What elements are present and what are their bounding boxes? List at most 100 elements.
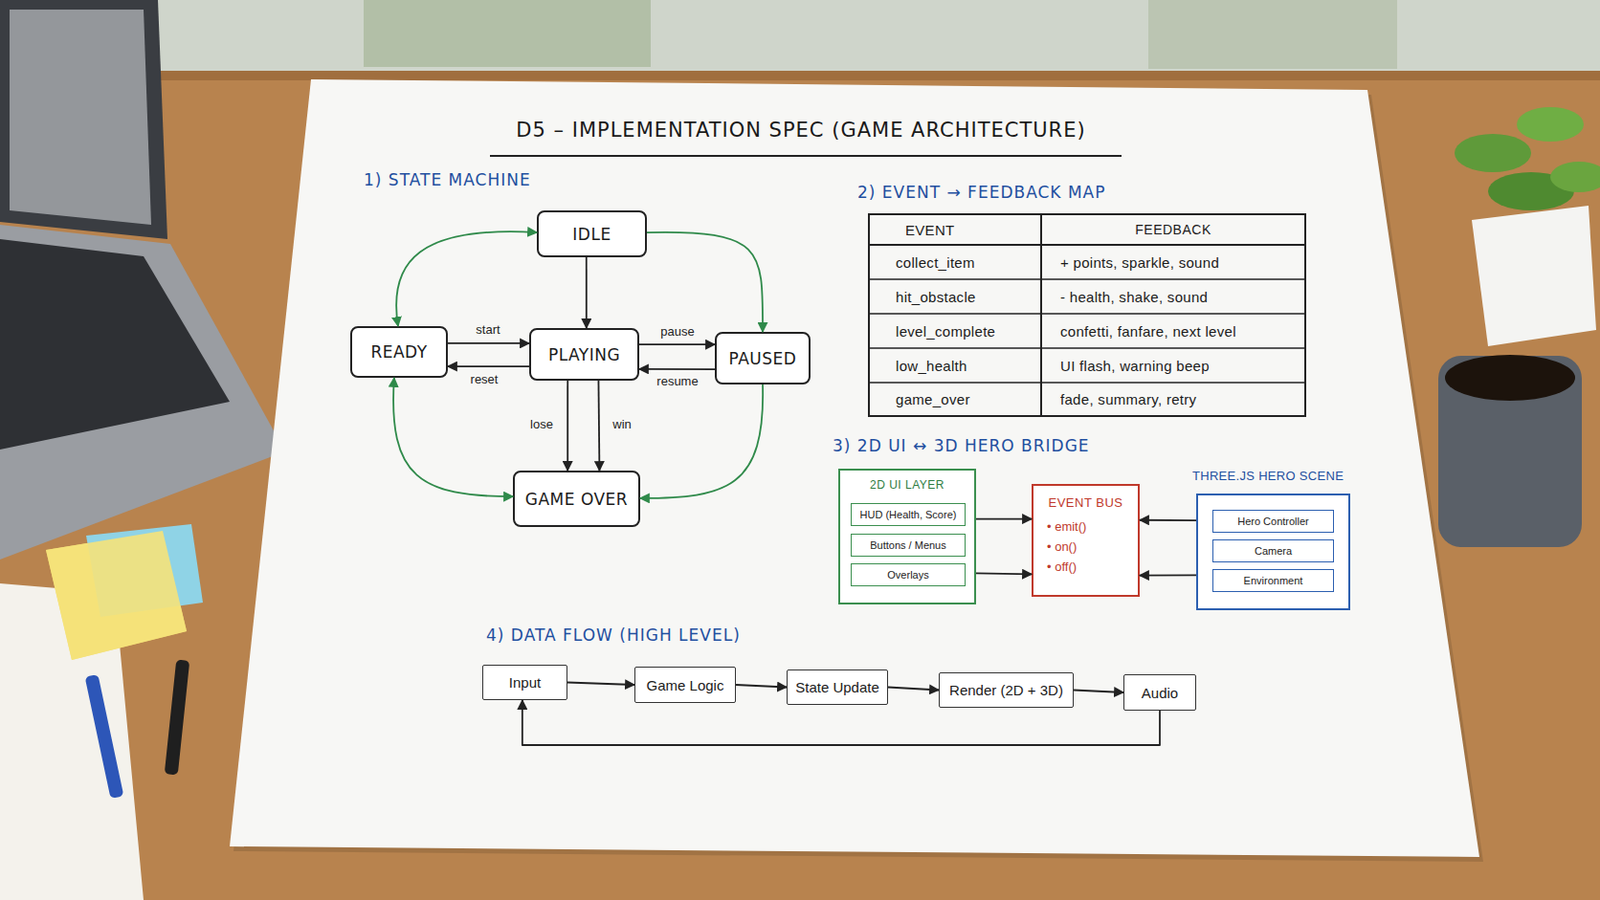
state-box: READY bbox=[350, 326, 448, 378]
table-cell: low_health bbox=[895, 348, 1040, 383]
desk-edge bbox=[0, 70, 1600, 81]
plant-leaf bbox=[1454, 133, 1532, 173]
scene-component-box: Hero Controller bbox=[1212, 510, 1334, 534]
laptop-keyboard bbox=[0, 239, 230, 450]
connector-arrow bbox=[567, 683, 635, 687]
node-text: READY bbox=[370, 342, 427, 362]
connector-arrow bbox=[447, 365, 530, 368]
marker bbox=[164, 660, 190, 777]
state-box: GAME OVER bbox=[512, 470, 641, 528]
connector-arrow bbox=[1073, 690, 1124, 694]
node-text: GAME OVER bbox=[525, 489, 628, 510]
table-cell: game_over bbox=[895, 382, 1040, 417]
state-box: IDLE bbox=[536, 210, 647, 258]
window bbox=[0, 0, 1600, 75]
event-bus-box: EVENT BUS • emit() • on() • off() bbox=[1031, 484, 1140, 598]
laptop-base bbox=[0, 224, 286, 560]
table-rule bbox=[868, 381, 1306, 384]
node-text: Input bbox=[509, 674, 541, 691]
table-cell: level_complete bbox=[895, 313, 1040, 349]
node-text: • emit() bbox=[1046, 519, 1087, 534]
table-header: EVENT bbox=[905, 214, 1040, 245]
table-cell: hit_obstacle bbox=[895, 279, 1040, 314]
table-cell: collect_item bbox=[895, 244, 1040, 280]
node-text: Overlays bbox=[887, 569, 929, 581]
edge-label: pause bbox=[660, 324, 694, 339]
plant-pot bbox=[1471, 205, 1597, 347]
connector-arrow bbox=[976, 518, 1032, 521]
node-text: Render (2D + 3D) bbox=[949, 682, 1064, 699]
transition-curve bbox=[646, 232, 763, 333]
node-text: EVENT BUS bbox=[1048, 495, 1124, 511]
laptop-display bbox=[9, 9, 152, 225]
connector-arrow bbox=[447, 342, 530, 345]
section-heading: 1) STATE MACHINE bbox=[363, 168, 651, 192]
mug bbox=[1438, 355, 1582, 548]
hero-scene-group: THREE.JS HERO SCENEHero ControllerCamera… bbox=[1196, 493, 1351, 611]
table-cell: fade, summary, retry bbox=[1060, 382, 1304, 417]
process-box: Audio bbox=[1123, 674, 1197, 712]
process-box: Game Logic bbox=[634, 666, 736, 704]
sticky-note bbox=[45, 531, 187, 661]
title-underline bbox=[489, 155, 1122, 157]
state-box: PLAYING bbox=[529, 328, 640, 381]
window-greenery bbox=[1148, 0, 1398, 69]
scene-component-box: Environment bbox=[1212, 569, 1334, 593]
transition-curve bbox=[640, 384, 763, 499]
node-text: IDLE bbox=[572, 224, 611, 245]
table-header: FEEDBACK bbox=[1041, 214, 1306, 245]
node-text: PAUSED bbox=[729, 349, 798, 369]
diagram-title: D5 – IMPLEMENTATION SPEC (GAME ARCHITECT… bbox=[418, 118, 1184, 142]
pen bbox=[85, 674, 125, 800]
scene-component-box: Camera bbox=[1212, 539, 1334, 563]
node-text: • off() bbox=[1046, 559, 1077, 575]
table-cell: + points, sparkle, sound bbox=[1060, 244, 1304, 280]
edge-label: lose bbox=[530, 417, 554, 432]
ui-layer-group: 2D UI LAYER HUD (Health, Score) Buttons / … bbox=[838, 468, 977, 605]
process-box: State Update bbox=[786, 669, 889, 706]
node-text: Game Logic bbox=[646, 677, 725, 694]
node-text: Buttons / Menus bbox=[869, 539, 947, 552]
connector-arrow bbox=[639, 343, 715, 346]
table-frame bbox=[868, 214, 1306, 417]
connector-arrow bbox=[1139, 575, 1197, 578]
edge-label: win bbox=[612, 417, 632, 432]
node-text: 2D UI LAYER bbox=[840, 478, 975, 492]
process-box: Render (2D + 3D) bbox=[938, 672, 1074, 709]
process-box: Input bbox=[482, 665, 568, 701]
paper bbox=[229, 79, 1480, 858]
connector-arrow bbox=[522, 700, 1160, 746]
ui-component-box: Overlays bbox=[850, 563, 966, 587]
connector-arrow bbox=[639, 368, 715, 371]
node-text: Audio bbox=[1141, 685, 1178, 702]
connector-arrow bbox=[1139, 519, 1197, 522]
table-cell: - health, shake, sound bbox=[1060, 279, 1304, 314]
connector-arrow bbox=[566, 380, 569, 471]
node-text: State Update bbox=[795, 679, 880, 696]
section-heading: 4) DATA FLOW (HIGH LEVEL) bbox=[486, 623, 850, 647]
transition-curve bbox=[396, 231, 537, 327]
node-text: THREE.JS HERO SCENE bbox=[1192, 468, 1344, 484]
laptop-screen bbox=[0, 0, 168, 240]
connector-arrow bbox=[735, 685, 787, 689]
table-rule bbox=[868, 244, 1306, 246]
node-text: Hero Controller bbox=[1237, 515, 1310, 528]
connector-arrow bbox=[585, 257, 588, 329]
section-heading: 2) EVENT → FEEDBACK MAP bbox=[857, 180, 1222, 204]
ui-component-box: Buttons / Menus bbox=[850, 533, 966, 557]
edge-label: resume bbox=[656, 374, 698, 389]
edge-label: start bbox=[475, 322, 500, 337]
table-cell: confetti, fanfare, next level bbox=[1060, 313, 1304, 349]
window-greenery bbox=[363, 0, 651, 67]
edge-label: reset bbox=[470, 372, 499, 387]
node-text: Camera bbox=[1254, 545, 1292, 557]
state-box: PAUSED bbox=[714, 332, 811, 385]
node-text: • on() bbox=[1046, 539, 1077, 555]
node-text: PLAYING bbox=[548, 345, 621, 365]
ui-component-box: HUD (Health, Score) bbox=[850, 503, 966, 527]
table-rule bbox=[868, 278, 1306, 281]
connector-arrow bbox=[598, 380, 601, 471]
